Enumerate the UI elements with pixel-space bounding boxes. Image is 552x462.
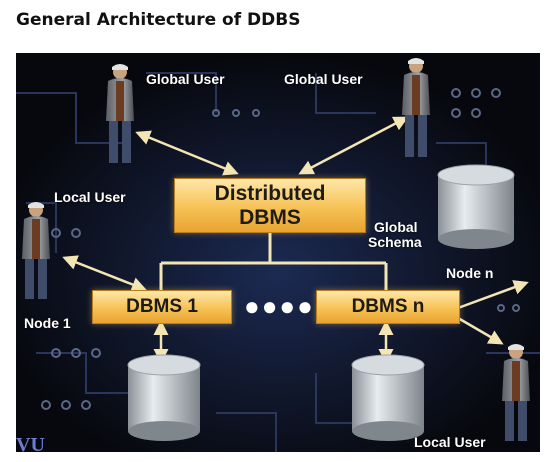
node-1-label: Node 1 [24,315,71,331]
person-icon-local-user-left [22,202,50,299]
local-user-label-left: Local User [54,189,126,205]
architecture-diagram: Distributed DBMS DBMS 1 DBMS n ●●●● Glob… [16,53,540,452]
distributed-dbms-box: Distributed DBMS [174,178,366,233]
distributed-dbms-line2: DBMS [239,206,301,229]
database-cylinder-dbmsn [351,354,425,441]
database-cylinder-dbms1 [127,354,201,441]
local-user-label-right: Local User [414,434,486,450]
node-n-label: Node n [446,265,494,281]
global-user-label-left: Global User [146,71,225,87]
page-title: General Architecture of DDBS [16,10,301,30]
connectors [159,233,388,290]
global-schema-label-line2: Schema [368,234,422,250]
diagram-graphics [16,53,540,452]
database-cylinder-global-schema [437,164,515,249]
dbms-1-box: DBMS 1 [92,290,232,324]
person-icon-global-user-right [402,58,430,157]
global-user-label-right: Global User [284,71,363,87]
distributed-dbms-line1: Distributed [214,182,326,205]
global-schema-label-line1: Global [374,219,418,235]
ellipsis-dots: ●●●● [244,291,315,321]
person-icon-local-user-right [502,344,530,441]
dbms-n-box: DBMS n [316,290,460,324]
vu-logo: VU [16,434,45,452]
arrows [62,116,529,364]
person-icon-global-user-left [106,64,134,163]
